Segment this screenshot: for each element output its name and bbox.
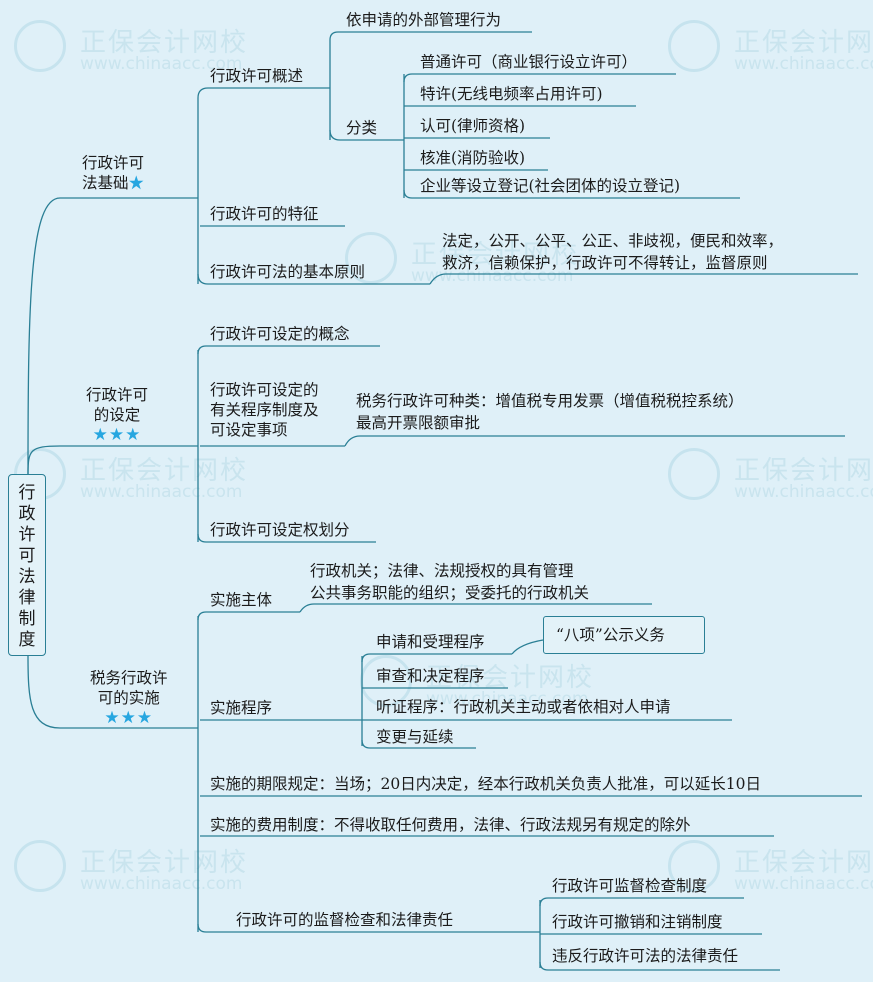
- watermark-logo-icon: [345, 232, 397, 284]
- watermark-logo-icon: [668, 448, 720, 500]
- node-setting-concept: 行政许可设定的概念: [210, 325, 350, 343]
- branch-setting: 行政许可 的设定 ★★★: [86, 386, 149, 445]
- node-subject: 实施主体: [210, 591, 273, 609]
- branch-implementation: 税务行政许 可的实施 ★★★: [90, 669, 168, 728]
- class-item: 特许(无线电频率占用许可): [420, 85, 603, 103]
- node-fee: 实施的费用制度：不得收取任何费用，法律、行政法规另有规定的除外: [210, 816, 691, 834]
- procedure-item: 变更与延续: [376, 728, 454, 746]
- class-item: 核准(消防验收): [420, 149, 526, 167]
- supervision-item: 行政许可监督检查制度: [552, 877, 708, 895]
- publicity-box: [543, 616, 705, 654]
- root-node: 行政许可法律制度: [8, 474, 46, 656]
- procedure-item: 听证程序：行政机关主动或者依相对人申请: [376, 698, 671, 716]
- node-setting-division: 行政许可设定权划分: [210, 521, 350, 539]
- node-feature: 行政许可的特征: [210, 205, 319, 223]
- star-rating: ★: [128, 174, 145, 192]
- root-label: 行政许可法律制度: [18, 483, 36, 650]
- star-rating: ★★★: [92, 425, 142, 445]
- star-rating: ★★★: [104, 708, 154, 728]
- supervision-item: 行政许可撤销和注销制度: [552, 913, 723, 931]
- class-item: 普通许可（商业银行设立许可）: [420, 53, 638, 71]
- watermark-logo-icon: [14, 840, 66, 892]
- subject-text: 行政机关；法律、法规授权的具有管理 公共事务职能的组织；受委托的行政机关: [310, 562, 590, 602]
- watermark-logo-icon: [668, 840, 720, 892]
- procedure-item: 申请和受理程序: [376, 633, 485, 651]
- node-overview-a: 依申请的外部管理行为: [346, 11, 502, 29]
- node-overview: 行政许可概述: [210, 67, 304, 85]
- watermark-logo-icon: [14, 20, 66, 72]
- node-supervision: 行政许可的监督检查和法律责任: [236, 911, 454, 929]
- node-setting-procedure: 行政许可设定的 有关程序制度及 可设定事项: [210, 381, 319, 439]
- class-item: 认可(律师资格): [420, 117, 526, 135]
- supervision-item: 违反行政许可法的法律责任: [552, 947, 739, 965]
- procedure-text: 税务行政许可种类：增值税专用发票（增值税税控系统） 最高开票限额审批: [356, 392, 744, 432]
- node-procedure: 实施程序: [210, 699, 273, 717]
- principle-text: 法定，公开、公平、公正、非歧视，便民和效率， 救济，信赖保护，行政许可不得转让，…: [442, 232, 784, 272]
- node-principle: 行政许可法的基本原则: [210, 263, 366, 281]
- branch-basics: 行政许可 法基础★: [82, 154, 145, 192]
- node-classify: 分类: [346, 119, 378, 137]
- procedure-item: 审查和决定程序: [376, 667, 485, 685]
- watermark-logo-icon: [668, 20, 720, 72]
- class-item: 企业等设立登记(社会团体的设立登记): [420, 177, 681, 195]
- publicity-label: “八项”公示义务: [556, 626, 665, 644]
- node-deadline: 实施的期限规定：当场；20日内决定，经本行政机关负责人批准，可以延长10日: [210, 775, 761, 793]
